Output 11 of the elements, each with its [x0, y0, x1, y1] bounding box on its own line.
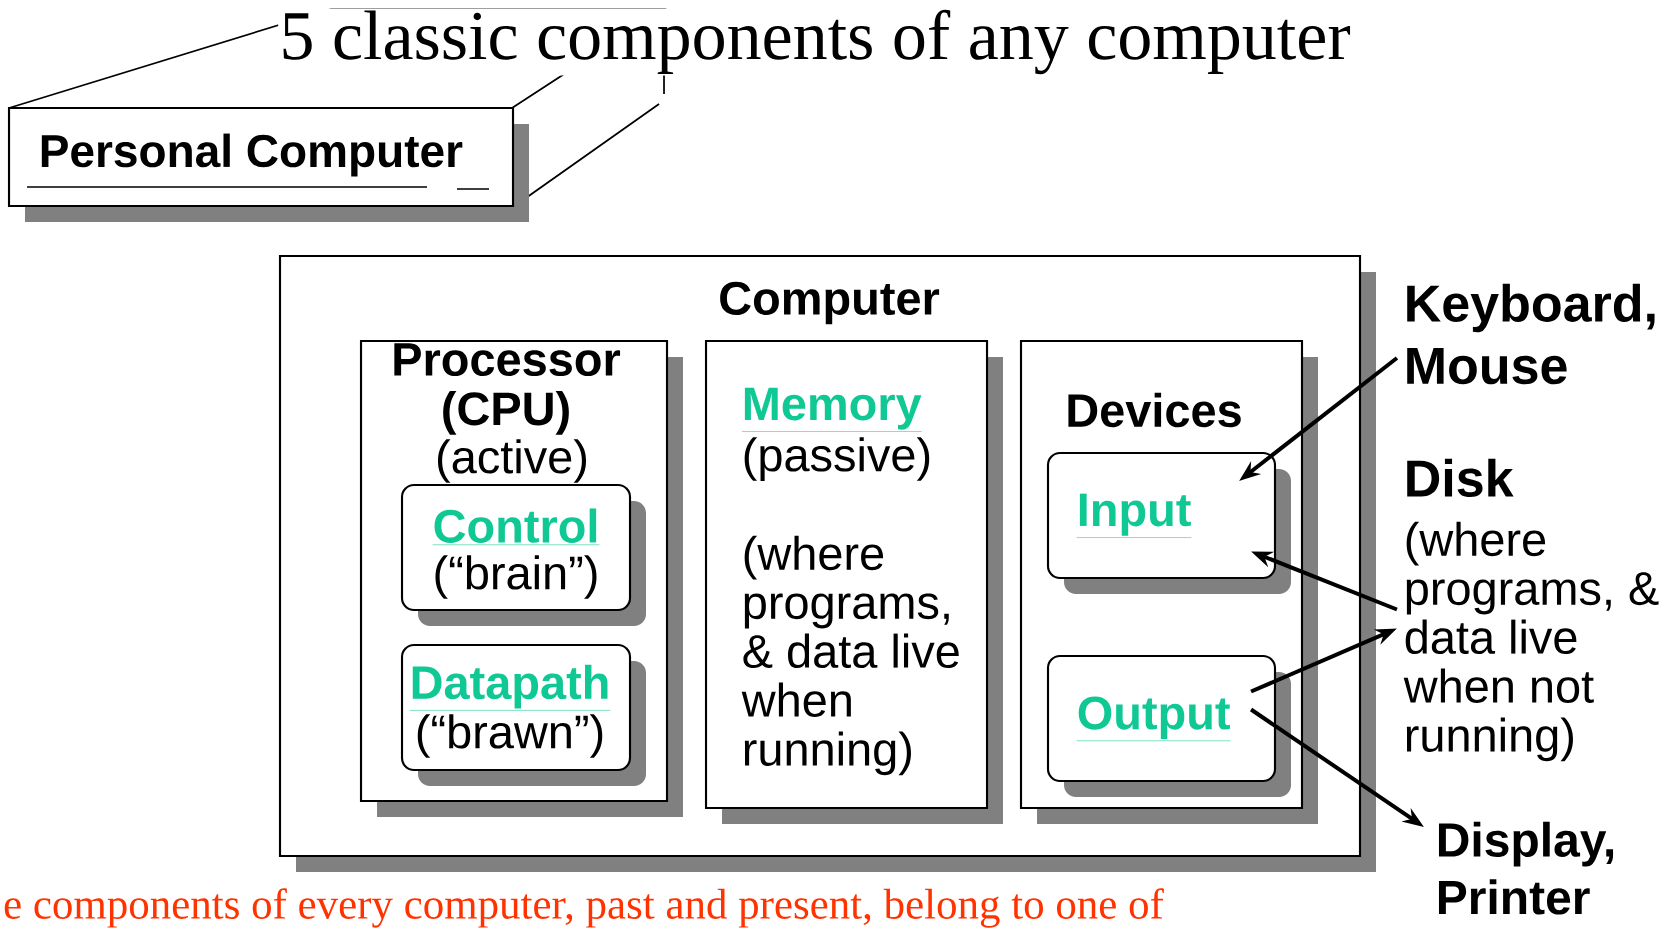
device-label: Display, Printer: [1438, 821, 1614, 915]
disk-label: Disk (where programs, & data live when not running): [1403, 458, 1659, 762]
datapath-box: Datapath (“brawn”): [400, 643, 646, 786]
device-label: Keyboard, Mouse: [1407, 283, 1655, 385]
case-box: Personal Computer: [7, 106, 529, 222]
control-box: Control (“brain”): [400, 483, 646, 626]
memory-box: Memory (passive) (where programs, & data live when running): [704, 339, 1003, 824]
note-text: e components of every computer, past and present, belong to one of: [4, 888, 1164, 928]
input-box: Input: [1046, 451, 1291, 594]
title-text: 5 classic components of any computer: [278, 8, 1352, 76]
output-box: Output: [1046, 654, 1291, 797]
